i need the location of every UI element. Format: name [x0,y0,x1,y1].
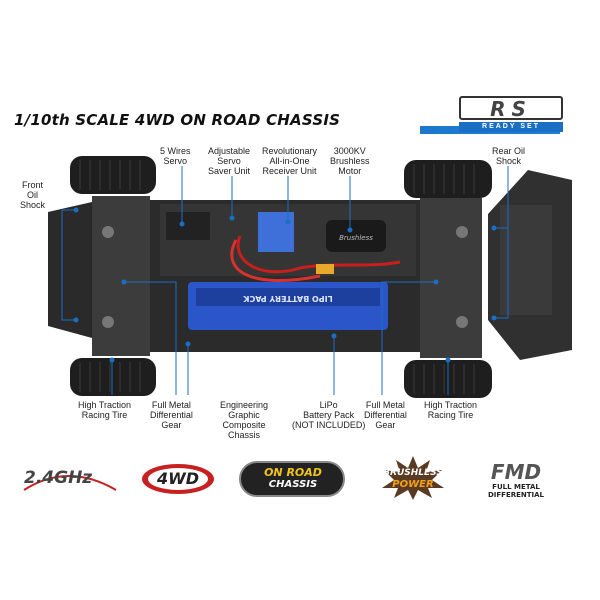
battery-not-included-note: (NOT INCLUDED) [292,420,366,430]
badge-2-4ghz: 2.4GHz [18,460,122,496]
front-bumper [48,202,92,338]
badge-brushless-power: BRUSHLESS POWER [370,454,456,500]
battery-connector [316,264,334,274]
header-banner: 1/10th SCALE 4WD ON ROAD CHASSIS [0,108,600,134]
motor [326,220,386,252]
rear-wing-plate [500,205,552,315]
badge-on-road-chassis: ON ROAD CHASSIS [238,458,348,500]
tire-front-right [70,358,156,396]
front-suspension [92,196,150,356]
receiver [258,212,294,252]
rs-logo-sub: READY SET [459,122,563,132]
rs-logo-text: RS [490,97,532,121]
badge-4wd: 4WD [140,462,216,496]
badge-full-metal-differential: FMD FULL METAL DIFFERENTIAL [487,460,545,499]
tire-rear-left [404,160,492,198]
battery-print: LIPO BATTERY PACK [242,294,332,303]
motor-print: Brushless [339,234,373,242]
rs-ready-set-logo: RS READY SET [459,96,563,134]
rear-suspension [420,198,482,358]
tire-front-left [70,156,156,194]
page-title: 1/10th SCALE 4WD ON ROAD CHASSIS [14,111,341,129]
servo [166,212,210,240]
